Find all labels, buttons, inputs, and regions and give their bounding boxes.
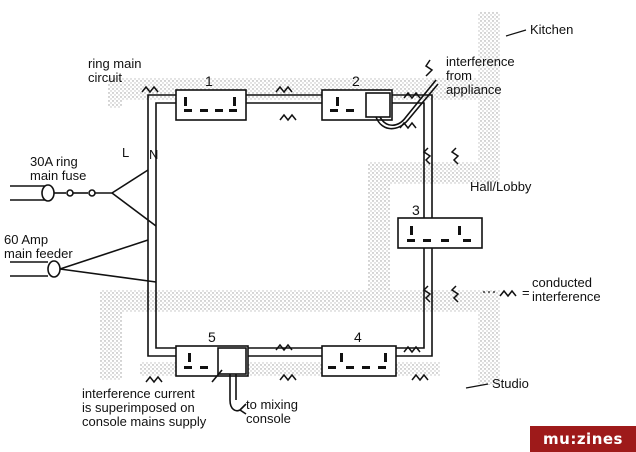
muzines-logo: mu:zines — [530, 426, 636, 452]
hall-lobby-label: Hall/Lobby — [470, 179, 532, 194]
appliance-lead — [375, 79, 439, 130]
socket-1 — [175, 89, 247, 121]
legend-leader — [483, 291, 495, 293]
studio-label: Studio — [492, 376, 529, 391]
socket-3-number: 3 — [412, 202, 420, 218]
socket-1-number: 1 — [205, 73, 213, 89]
live-label: L — [122, 145, 130, 160]
socket-5-number: 5 — [208, 329, 216, 345]
interference-markers — [141, 59, 517, 384]
ring-main-circuit-label: ring main circuit — [88, 56, 142, 85]
socket-2-number: 2 — [352, 73, 360, 89]
conducted-interference-label: conducted interference — [532, 275, 601, 304]
socket-3 — [397, 217, 483, 249]
console-lead — [211, 369, 247, 415]
interference-current-label: interference current is superimposed on … — [82, 386, 207, 429]
socket-5 — [175, 345, 249, 377]
fuse-label: 30A ring main fuse — [30, 154, 87, 183]
socket-2 — [321, 89, 393, 121]
kitchen-label: Kitchen — [530, 22, 574, 37]
feeder-label: 60 Amp main feeder — [4, 232, 73, 261]
neutral-label: N — [149, 147, 159, 162]
room-walls — [100, 12, 500, 385]
to-mixing-console-label: to mixing console — [246, 397, 299, 426]
interference-from-appliance-label: interference from appliance — [446, 54, 515, 97]
conducted-equals-sign: = — [522, 285, 530, 300]
leader-lines — [465, 29, 527, 389]
socket-4 — [321, 345, 397, 377]
main-feeder — [10, 169, 157, 283]
socket-4-number: 4 — [354, 329, 362, 345]
